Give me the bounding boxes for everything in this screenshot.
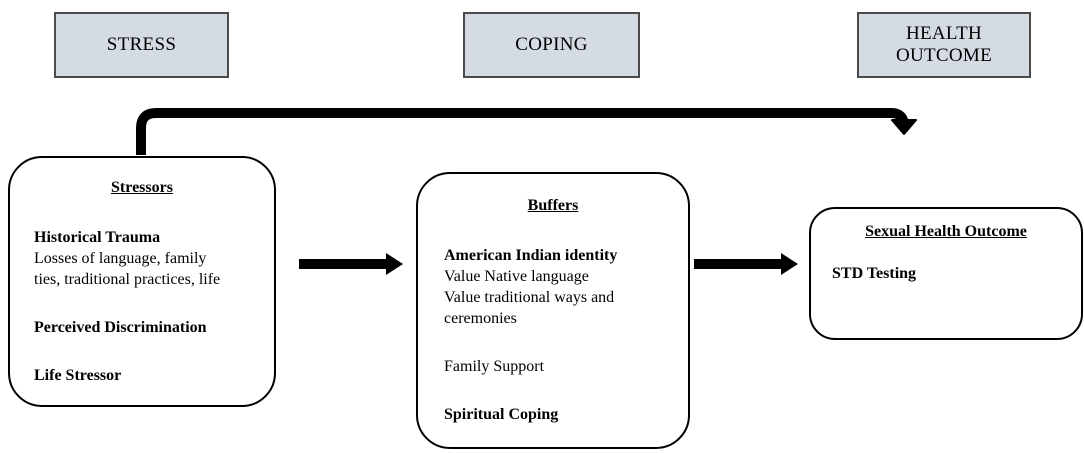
direct-effect-arrowhead bbox=[891, 119, 917, 135]
historical-trauma-detail-line1: Losses of language, family bbox=[34, 250, 207, 267]
std-testing-label: STD Testing bbox=[832, 265, 917, 282]
value-traditional-ways-line2: ceremonies bbox=[444, 310, 517, 327]
family-support-text: Family Support bbox=[444, 358, 545, 375]
stress-header-box: STRESS bbox=[54, 12, 229, 78]
value-traditional-ways-line1: Value traditional ways and bbox=[444, 289, 615, 306]
american-indian-identity-label: American Indian identity bbox=[444, 247, 618, 264]
historical-trauma-detail-line2: ties, traditional practices, life bbox=[34, 271, 221, 288]
coping-header-label: COPING bbox=[515, 34, 588, 55]
sexual-health-outcome-title: Sexual Health Outcome bbox=[865, 223, 1027, 240]
health-outcome-header-box: HEALTH OUTCOME bbox=[857, 12, 1031, 78]
buffers-panel: Buffers American Indian identity Value N… bbox=[416, 172, 690, 449]
buffers-title: Buffers bbox=[527, 197, 579, 214]
coping-header-box: COPING bbox=[463, 12, 640, 78]
stress-header-label: STRESS bbox=[106, 34, 177, 55]
stressors-to-buffers-arrow-shaft bbox=[299, 259, 387, 269]
value-native-language-text: Value Native language bbox=[444, 268, 589, 285]
life-stressor-label: Life Stressor bbox=[34, 367, 122, 384]
direct-effect-arrow-line bbox=[136, 108, 909, 155]
spiritual-coping-label: Spiritual Coping bbox=[444, 406, 559, 423]
stressors-to-buffers-arrowhead bbox=[386, 253, 403, 275]
health-outcome-header-line2: OUTCOME bbox=[895, 45, 993, 66]
sexual-health-outcome-panel: Sexual Health Outcome STD Testing bbox=[809, 207, 1083, 340]
stressors-title: Stressors bbox=[111, 179, 173, 196]
buffers-to-outcome-arrow-shaft bbox=[694, 259, 782, 269]
health-outcome-header-line1: HEALTH bbox=[905, 23, 983, 44]
stressors-panel: Stressors Historical Trauma Losses of la… bbox=[8, 156, 276, 407]
buffers-to-outcome-arrowhead bbox=[781, 253, 798, 275]
historical-trauma-label: Historical Trauma bbox=[34, 229, 161, 246]
health-outcome-header-label: HEALTH OUTCOME bbox=[884, 23, 1004, 67]
perceived-discrimination-label: Perceived Discrimination bbox=[34, 319, 207, 336]
